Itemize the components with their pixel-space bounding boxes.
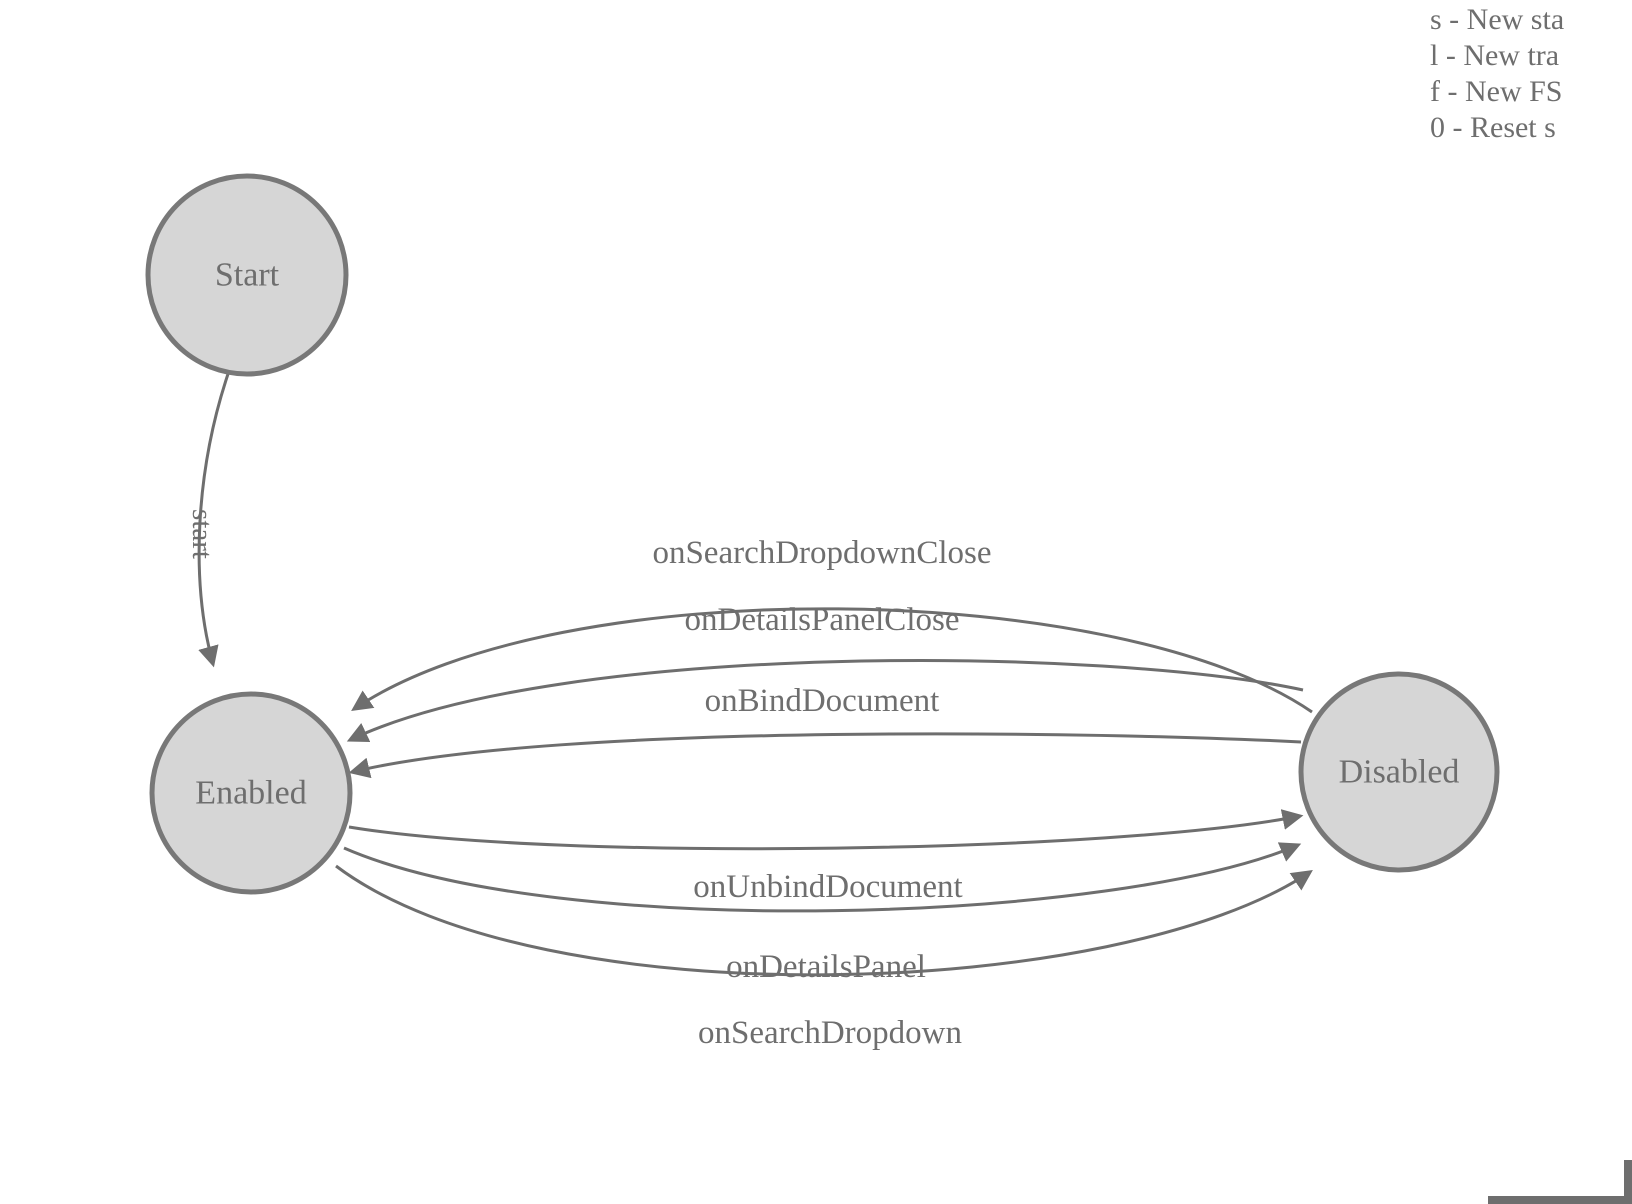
transition-ondetailspanelclose[interactable]: [346, 659, 1304, 742]
transition-path-ondetailspanelclose[interactable]: [346, 659, 1304, 742]
transition-start[interactable]: [197, 373, 230, 668]
transition-path-onsearchdropdownclose[interactable]: [351, 607, 1313, 714]
state-node-start[interactable]: Start: [145, 173, 349, 377]
state-label-disabled: Disabled: [1339, 754, 1460, 791]
state-label-enabled: Enabled: [195, 775, 306, 812]
transition-path-start[interactable]: [197, 373, 230, 668]
transition-path-onunbinddocument[interactable]: [348, 809, 1304, 851]
state-circle-start[interactable]: [145, 173, 349, 377]
transition-onsearchdropdown[interactable]: [335, 864, 1313, 977]
transition-onsearchdropdownclose[interactable]: [351, 607, 1313, 714]
transition-label-onsearchdropdownclose: onSearchDropdownClose: [652, 535, 991, 571]
transition-label-onsearchdropdown: onSearchDropdown: [698, 1015, 962, 1051]
transition-label-onbinddocument: onBindDocument: [705, 683, 940, 719]
transition-onbinddocument[interactable]: [348, 732, 1302, 779]
state-label-start: Start: [215, 257, 280, 294]
transition-ondetailspanel[interactable]: [343, 842, 1302, 913]
horizontal-scrollbar[interactable]: [1488, 1196, 1624, 1204]
transition-path-ondetailspanel[interactable]: [343, 842, 1302, 913]
transition-onunbinddocument[interactable]: [348, 809, 1304, 851]
state-circle-disabled[interactable]: [1298, 671, 1500, 873]
vertical-scrollbar[interactable]: [1624, 1160, 1632, 1204]
transition-label-onunbinddocument: onUnbindDocument: [693, 869, 962, 905]
edge-layer: [197, 373, 1313, 977]
state-circle-enabled[interactable]: [149, 691, 353, 895]
transition-label-start: start: [186, 509, 218, 559]
transition-path-onbinddocument[interactable]: [348, 732, 1302, 779]
transition-label-ondetailspanel: onDetailsPanel: [726, 949, 926, 985]
node-layer: Start Enabled Disabled: [145, 173, 1500, 895]
transition-label-ondetailspanelclose: onDetailsPanelClose: [685, 602, 960, 638]
state-node-enabled[interactable]: Enabled: [149, 691, 353, 895]
transition-path-onsearchdropdown[interactable]: [335, 864, 1313, 977]
state-node-disabled[interactable]: Disabled: [1298, 671, 1500, 873]
edge-label-layer: start onSearchDropdownClose onDetailsPan…: [186, 509, 992, 1051]
